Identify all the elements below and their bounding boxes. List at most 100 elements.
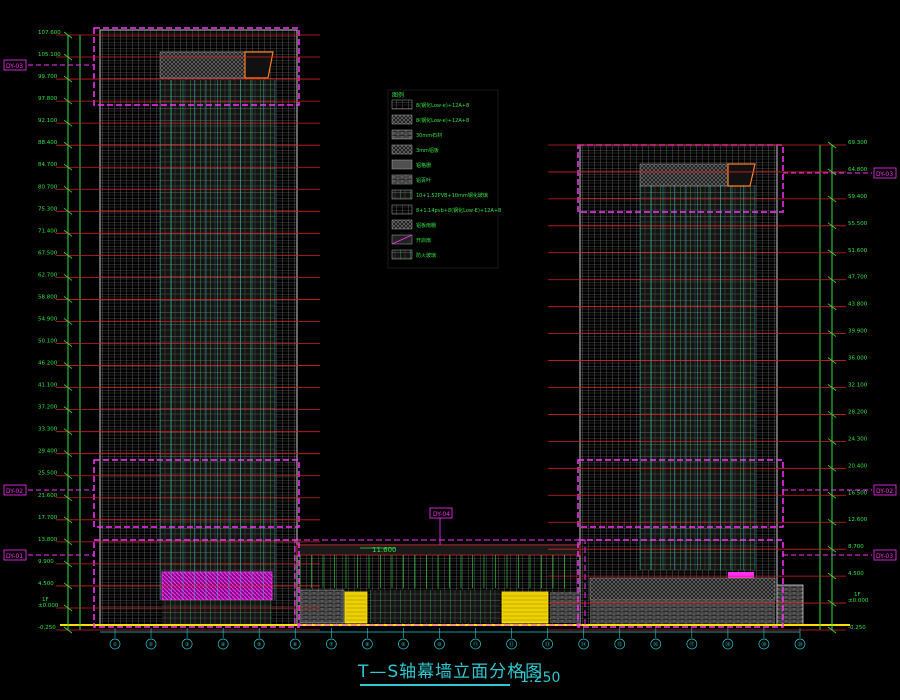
left-level-tick	[63, 516, 73, 524]
right-level-tick	[827, 411, 837, 418]
right-level-tick	[827, 491, 837, 499]
legend-heading: 图例	[392, 91, 404, 99]
grid-axis-bubble	[542, 638, 553, 650]
legend-swatch	[391, 204, 413, 215]
grid-axis-bubble	[470, 638, 481, 650]
left-tower-crown-panel	[159, 51, 246, 79]
left-level-elevation: -0.250	[38, 625, 56, 631]
left-level-elevation: 88.400	[38, 140, 58, 146]
right-level-floor: 1F	[854, 592, 861, 598]
grid-axis-bubble	[434, 638, 445, 650]
grid-axis-label: ⑥	[293, 642, 298, 648]
grid-axis-bubble	[506, 638, 517, 650]
grid-axis-label: ①	[113, 642, 118, 648]
legend-swatch	[391, 249, 413, 260]
left-level-elevation: 25.500	[38, 471, 58, 477]
left-tower-crown-opening	[244, 51, 274, 79]
left-level-elevation: 37.200	[38, 405, 58, 411]
right-level-elevation: 16.500	[848, 490, 868, 496]
grid-axis-bubble	[794, 638, 806, 650]
grid-axis-label: ⑱	[725, 641, 730, 648]
podium-stone-panel-a	[299, 589, 345, 624]
grid-axis-bubble	[758, 638, 770, 650]
right-level-tick	[827, 626, 837, 634]
left-level-elevation: ±0.000	[38, 603, 59, 609]
right-level-elevation: 43.800	[848, 302, 868, 308]
right-level-elevation: 12.600	[848, 517, 868, 523]
right-level-elevation: 47.700	[848, 275, 868, 281]
left-mid-tag-label: DY-02	[6, 488, 23, 495]
right-level-tick	[827, 465, 837, 472]
detail-box-left-mid	[93, 459, 300, 528]
right-tower-base-band	[589, 577, 776, 601]
drawing-title: T—S轴幕墙立面分格图	[358, 662, 544, 682]
legend-swatch	[391, 99, 413, 110]
right-level-tick	[827, 222, 837, 230]
left-level-elevation: 50.100	[38, 339, 58, 345]
legend-item-label: 开启扇	[416, 237, 431, 244]
podium-entrance-b	[501, 591, 549, 624]
title-underline	[360, 684, 510, 686]
right-level-tick	[827, 599, 837, 607]
drawing-scale: 1:250	[520, 670, 561, 686]
grid-axis-bubble	[614, 638, 626, 650]
left-level-tick	[63, 604, 73, 612]
grid-axis-label: ⑪	[473, 641, 478, 648]
grid-axis-label: ⑫	[509, 641, 514, 648]
right-level-elevation: 32.100	[848, 383, 868, 389]
right-level-tick	[827, 276, 837, 284]
podium-entrance-a	[344, 591, 368, 624]
legend-swatch	[391, 129, 413, 140]
right-level-elevation: 64.800	[848, 167, 868, 173]
left-level-tick	[63, 406, 73, 413]
podium-stone-panel-b	[550, 592, 580, 623]
left-level-tick	[63, 428, 73, 435]
grid-axis-label: ⑦	[329, 642, 334, 648]
left-level-elevation: 46.200	[38, 361, 58, 367]
right-level-elevation: 4.500	[848, 571, 864, 577]
left-level-elevation: 41.100	[38, 383, 58, 389]
grid-axis-label: ⑮	[617, 641, 622, 648]
left-level-elevation: 71.400	[38, 228, 58, 234]
left-level-elevation: 62.700	[38, 272, 58, 278]
right-level-tick	[827, 330, 837, 337]
right-mid-tag-label: DY-02	[876, 488, 893, 495]
left-level-tick	[63, 75, 73, 83]
left-level-elevation: 58.800	[38, 294, 58, 300]
left-level-tick	[63, 340, 73, 347]
grid-axis-label: ⑨	[401, 642, 405, 648]
left-level-elevation: 33.300	[38, 427, 58, 433]
right-level-tick	[827, 384, 837, 391]
left-level-elevation: 54.900	[38, 316, 58, 322]
grid-axis-bubble	[362, 638, 373, 650]
left-level-elevation: 4.500	[38, 581, 54, 587]
right-level-elevation: 59.400	[848, 194, 868, 200]
generated-drawing-elements: 107.600105.10099.70097.80092.10088.40084…	[38, 30, 869, 650]
grid-axis-label: ⑲	[761, 641, 766, 648]
grid-axis-label: ⑩	[437, 642, 442, 648]
left-mid-tag-box	[3, 484, 27, 496]
legend-item-label: 防火玻璃	[416, 252, 436, 259]
legend-frame	[387, 89, 499, 269]
right-level-elevation: 20.400	[848, 463, 868, 469]
podium-roof-band	[296, 544, 581, 556]
left-level-elevation: 97.800	[38, 96, 58, 102]
grid-axis-bubble	[109, 638, 121, 650]
podium-tag-box	[429, 507, 453, 519]
grid-axis-label: ⑯	[653, 641, 658, 648]
right-level-tick	[827, 545, 837, 553]
grid-axis-label: ⑳	[797, 641, 802, 648]
left-level-floor: 1F	[42, 597, 49, 603]
left-level-elevation: 9.900	[38, 559, 54, 565]
left-level-tick	[63, 252, 73, 259]
left-level-tick	[63, 163, 73, 171]
podium-level-text: 11.600	[372, 546, 397, 554]
left-level-tick	[63, 185, 73, 193]
left-low-tag-label: DY-01	[6, 553, 23, 560]
right-tower-crown-panel	[639, 163, 729, 187]
left-level-tick	[63, 582, 73, 590]
right-level-elevation: 51.600	[848, 248, 868, 254]
left-level-elevation: 21.600	[38, 493, 58, 499]
right-level-elevation: 8.700	[848, 544, 864, 550]
legend-swatch	[391, 144, 413, 155]
